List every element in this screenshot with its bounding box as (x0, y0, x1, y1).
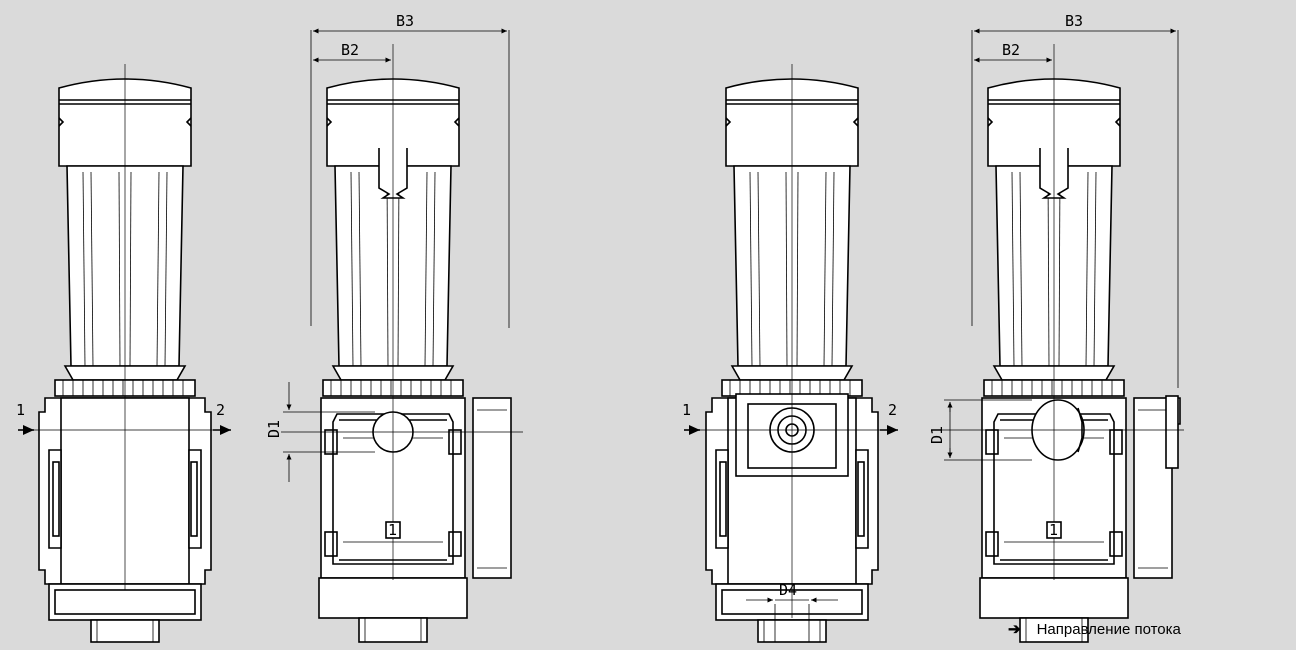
d1-label: D1 (265, 420, 283, 438)
port-out-label: 2 (216, 401, 225, 419)
b3-label: B3 (396, 12, 414, 30)
port-in-label-c: 1 (682, 401, 691, 419)
front-view-left: 1 2 (16, 64, 231, 642)
port-marker: 1 (388, 521, 397, 539)
front-view-c: 1 2 D4 (682, 64, 898, 642)
port-in-label: 1 (16, 401, 25, 419)
b3-label-d: B3 (1065, 12, 1083, 30)
b2-label: B2 (341, 41, 359, 59)
b2-label-d: B2 (1002, 41, 1020, 59)
flow-direction-legend: ➔ Направление потока (1008, 620, 1181, 638)
side-view-b: B3 B2 D1 1 (265, 12, 523, 642)
d4-label: D4 (779, 581, 797, 599)
port-out-label-c: 2 (888, 401, 897, 419)
side-view-d: B3 B2 D1 1 (928, 12, 1184, 642)
flow-arrow-icon: ➔ (1008, 621, 1021, 638)
d1-label-d: D1 (928, 426, 946, 444)
flow-direction-text: Направление потока (1036, 621, 1181, 638)
port-marker-d: 1 (1049, 521, 1058, 539)
